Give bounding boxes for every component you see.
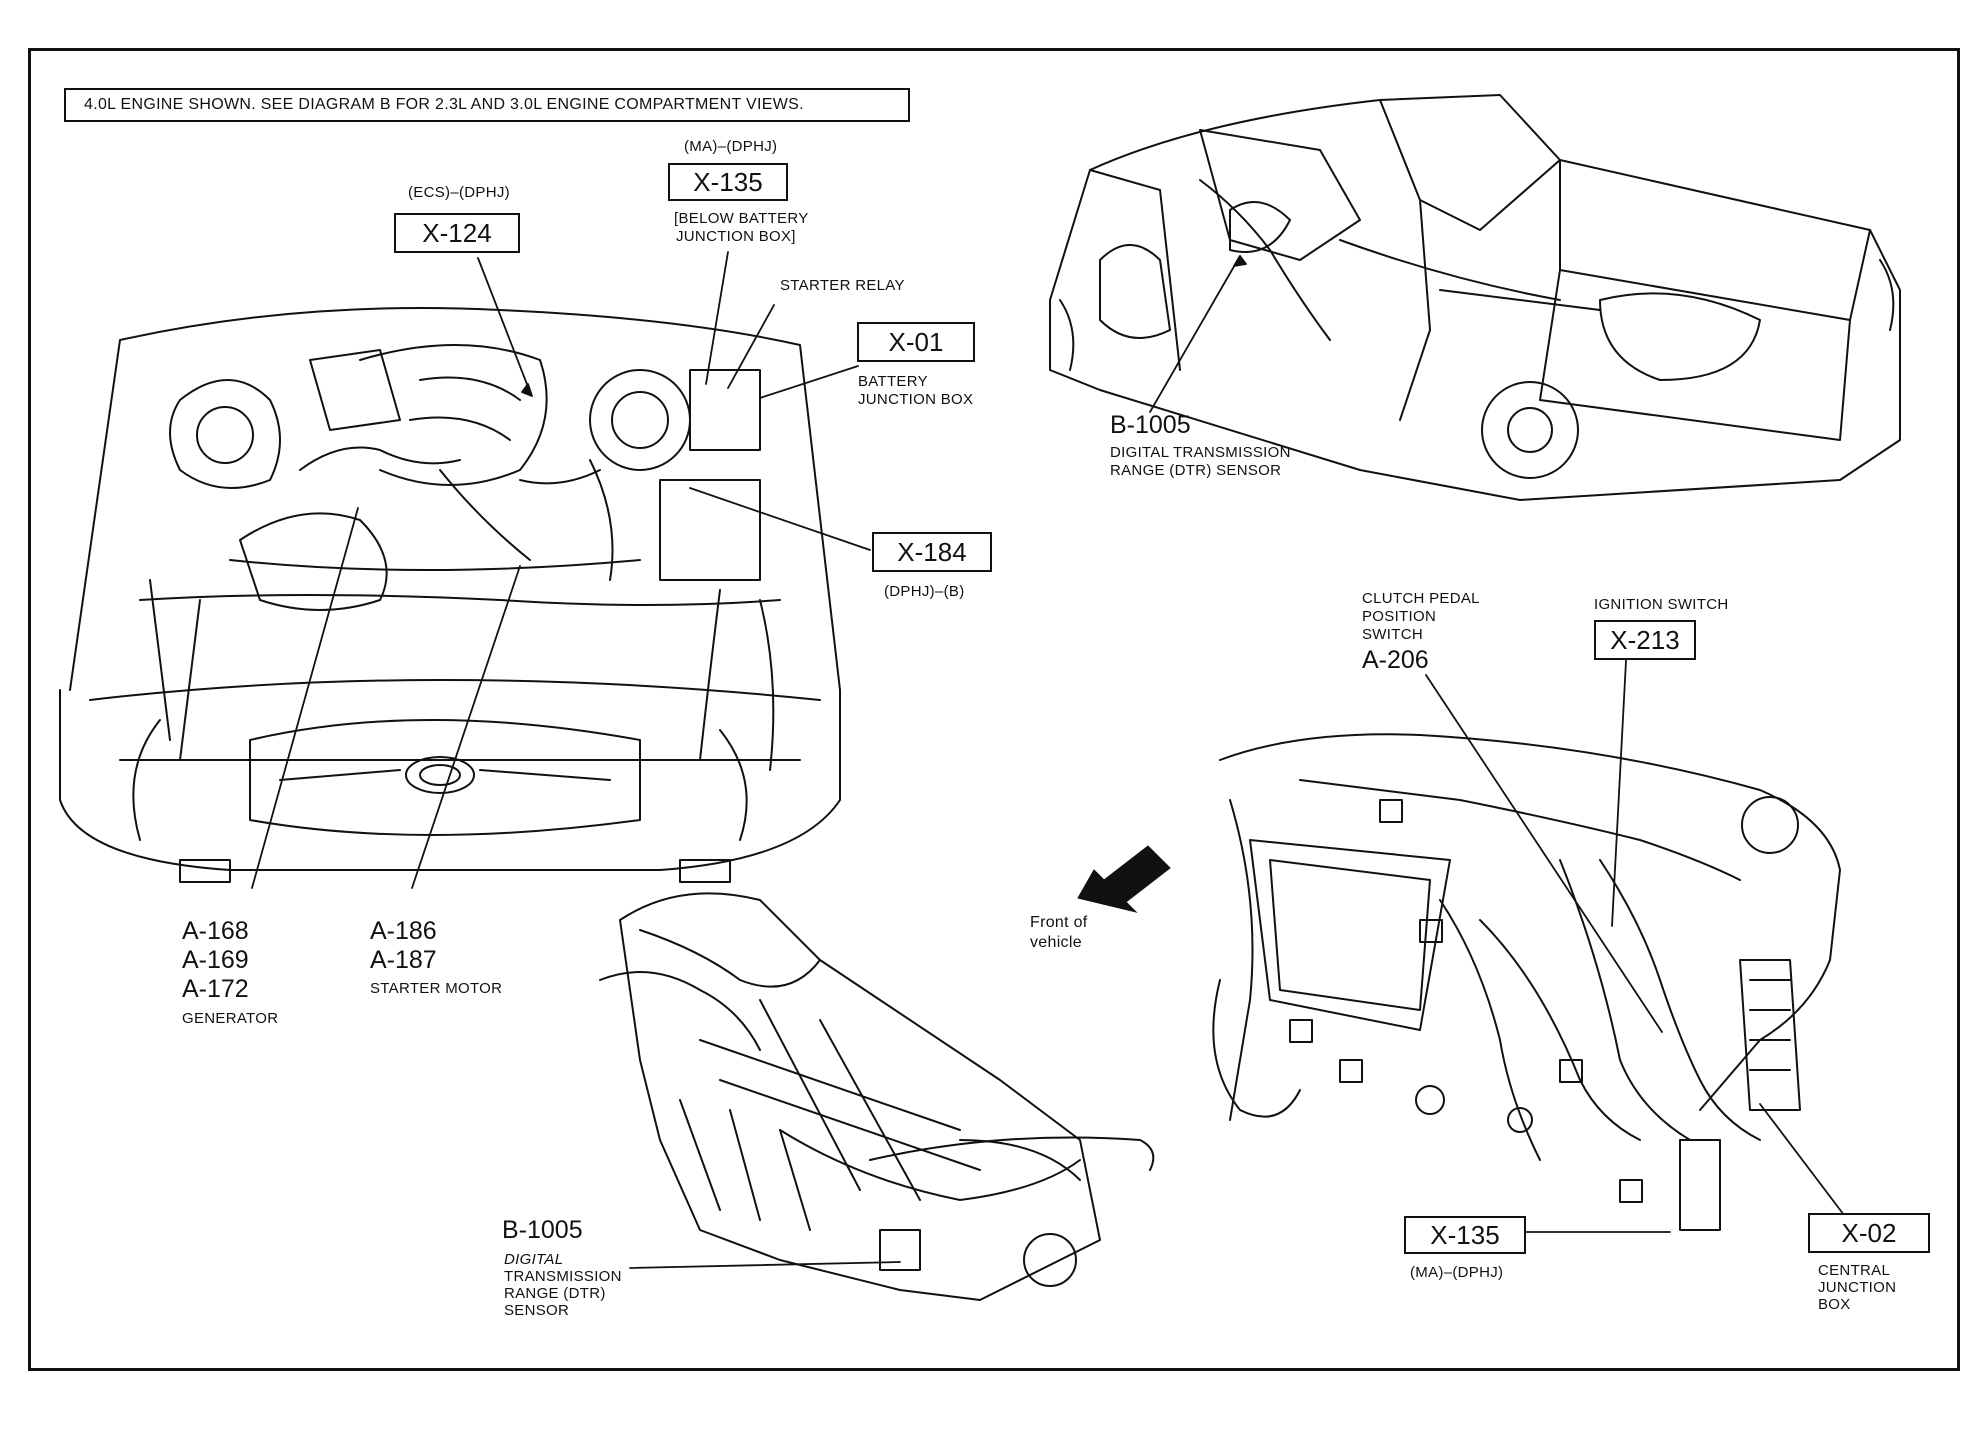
x124-box: X-124 [394,213,520,253]
starter-relay-label: STARTER RELAY [780,277,905,294]
diagram-frame [28,48,1960,1371]
generator-desc: GENERATOR [182,1010,279,1027]
generator-id-3: A-172 [182,975,249,1003]
x124-id: X-124 [422,218,492,248]
leader-lines [251,251,1845,1269]
arrow-left-down-icon [1077,845,1171,913]
x135-top-box: X-135 [668,163,788,201]
x02-desc-2: JUNCTION [1818,1279,1897,1296]
x184-code: (DPHJ)–(B) [884,583,965,600]
instrument-panel-illustration [1212,733,1841,1231]
x01-desc-1: BATTERY [858,373,928,390]
pickup-truck-illustration [1049,94,1901,501]
x184-box: X-184 [872,532,992,572]
x135-bottom-id: X-135 [1430,1220,1500,1250]
b1005-bottom-desc-3: RANGE (DTR) [504,1285,606,1302]
x135-bottom-code: (MA)–(DPHJ) [1410,1264,1504,1281]
clutch-desc-1: CLUTCH PEDAL [1362,590,1480,607]
x135-top-note-1: [BELOW BATTERY [674,210,809,227]
header-note: 4.0L ENGINE SHOWN. SEE DIAGRAM B FOR 2.3… [64,88,910,122]
clutch-id: A-206 [1362,646,1429,674]
front-of-vehicle-2: vehicle [1030,934,1082,951]
b1005-bottom-id: B-1005 [502,1216,583,1244]
b1005-top-id: B-1005 [1110,411,1191,439]
x01-id: X-01 [888,327,944,357]
x124-code: (ECS)–(DPHJ) [408,184,510,201]
x02-box: X-02 [1808,1213,1930,1253]
x184-id: X-184 [897,537,967,567]
transmission-illustration [599,892,1155,1301]
x02-id: X-02 [1841,1218,1897,1248]
x213-box: X-213 [1594,620,1696,660]
starter-motor-id-2: A-187 [370,946,437,974]
b1005-top-desc-2: RANGE (DTR) SENSOR [1110,462,1282,479]
b1005-bottom-desc-1: DIGITAL [504,1251,564,1268]
ignition-desc: IGNITION SWITCH [1594,596,1729,613]
generator-id-1: A-168 [182,917,249,945]
b1005-bottom-desc-2: TRANSMISSION [504,1268,622,1285]
starter-motor-desc: STARTER MOTOR [370,980,503,997]
x02-desc-3: BOX [1818,1296,1851,1313]
b1005-bottom-desc-4: SENSOR [504,1302,570,1319]
x213-id: X-213 [1610,625,1680,655]
x01-desc-2: JUNCTION BOX [858,391,974,408]
front-of-vehicle-1: Front of [1030,914,1088,931]
x135-bottom-box: X-135 [1404,1216,1526,1254]
clutch-desc-3: SWITCH [1362,626,1423,643]
header-note-text: 4.0L ENGINE SHOWN. SEE DIAGRAM B FOR 2.3… [84,96,804,113]
clutch-desc-2: POSITION [1362,608,1437,625]
generator-id-2: A-169 [182,946,249,974]
b1005-top-desc-1: DIGITAL TRANSMISSION [1110,444,1291,461]
x01-box: X-01 [857,322,975,362]
engine-compartment-illustration [59,307,841,883]
starter-motor-id-1: A-186 [370,917,437,945]
x135-top-note-2: JUNCTION BOX] [676,228,796,245]
x02-desc-1: CENTRAL [1818,1262,1891,1279]
x135-top-id: X-135 [693,167,763,197]
x135-top-code: (MA)–(DPHJ) [684,138,778,155]
